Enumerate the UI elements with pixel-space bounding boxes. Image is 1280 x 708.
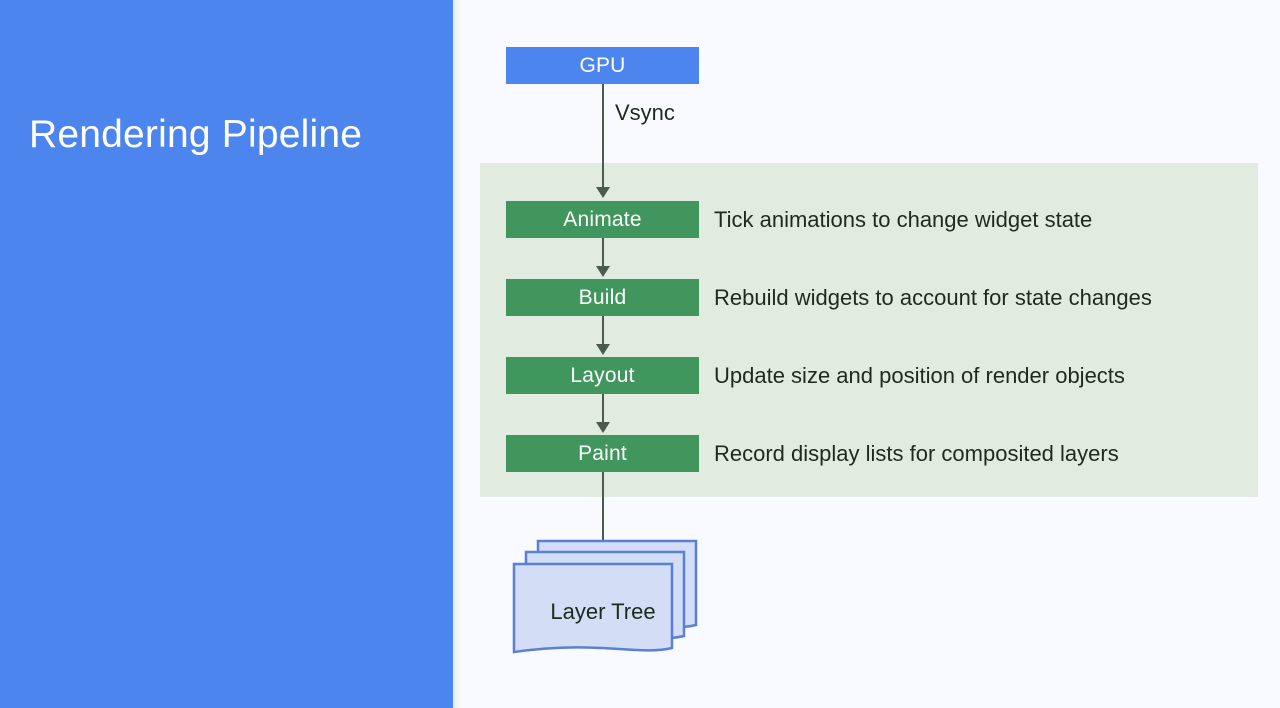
node-animate-label: Animate: [563, 207, 642, 231]
description-layout: Update size and position of render objec…: [714, 363, 1125, 388]
description-paint: Record display lists for composited laye…: [714, 441, 1119, 466]
connector-gpu-to-animate: [602, 83, 604, 187]
node-layer-tree[interactable]: Layer Tree: [512, 539, 702, 664]
connector-paint-to-layer-tree: [602, 471, 604, 545]
arrow-build-to-layout: [596, 344, 610, 355]
layer-sheet-front: [512, 562, 674, 654]
node-gpu[interactable]: GPU: [506, 47, 699, 84]
connector-animate-to-build: [602, 238, 604, 268]
description-animate: Tick animations to change widget state: [714, 207, 1093, 232]
connector-layout-to-paint: [602, 394, 604, 424]
panel-divider: [453, 0, 461, 708]
rendering-pipeline-diagram: GPU Vsync Animate Tick animations to cha…: [461, 0, 1280, 708]
node-paint-label: Paint: [578, 441, 627, 465]
node-build[interactable]: Build: [506, 279, 699, 316]
description-build: Rebuild widgets to account for state cha…: [714, 285, 1152, 310]
vsync-label: Vsync: [615, 100, 675, 125]
node-build-label: Build: [578, 285, 627, 309]
stacked-documents-icon: [512, 539, 698, 654]
arrow-gpu-to-animate: [596, 187, 610, 198]
node-layout-label: Layout: [570, 363, 635, 387]
connector-build-to-layout: [602, 316, 604, 346]
page-title: Rendering Pipeline: [29, 113, 363, 156]
arrow-animate-to-build: [596, 266, 610, 277]
node-paint[interactable]: Paint: [506, 435, 699, 472]
node-gpu-label: GPU: [579, 53, 626, 77]
node-layout[interactable]: Layout: [506, 357, 699, 394]
node-animate[interactable]: Animate: [506, 201, 699, 238]
arrow-layout-to-paint: [596, 422, 610, 433]
node-layer-tree-label: Layer Tree: [550, 599, 656, 624]
title-panel: Rendering Pipeline: [0, 0, 453, 708]
